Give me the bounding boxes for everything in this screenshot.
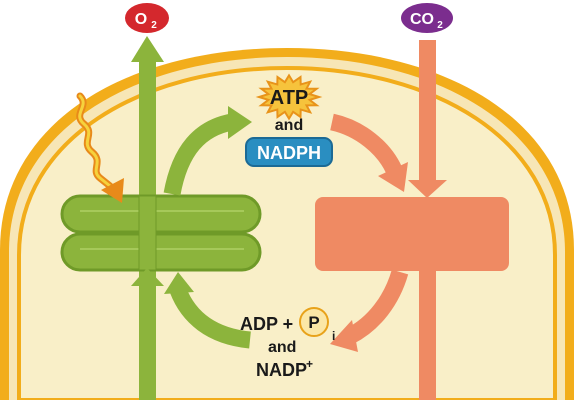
and-top-label: and: [275, 117, 303, 134]
lightning-bolt-icon: [76, 92, 124, 203]
nadp-superscript: +: [306, 357, 313, 371]
green-cycle-arrow-down: [164, 272, 252, 349]
thylakoid-top: [60, 194, 262, 234]
oxygen-badge: O 2: [125, 3, 169, 33]
calvin-cycle-box: [315, 197, 509, 271]
orange-cycle-arrow-in: [329, 113, 408, 192]
carbon-dioxide-arrow: [408, 40, 447, 198]
carbon-dioxide-badge: CO 2: [401, 3, 453, 33]
pi-label: P: [308, 313, 319, 332]
green-cycle-arrow-up: [163, 106, 252, 196]
co2-label: CO: [410, 11, 434, 28]
thylakoid-stack: [60, 194, 262, 272]
atp-starburst: ATP: [255, 73, 323, 121]
orange-cycle-arrow-out: [330, 269, 409, 352]
o2-subscript: 2: [151, 20, 157, 31]
adp-label: ADP +: [240, 314, 293, 334]
nadph-label: NADPH: [257, 143, 321, 163]
co2-subscript: 2: [437, 20, 443, 31]
sugar-arrow: [419, 260, 436, 400]
o2-label: O: [135, 11, 147, 28]
and-bottom-label: and: [268, 339, 296, 356]
atp-label: ATP: [270, 87, 309, 109]
nadp-label: NADP: [256, 360, 307, 380]
nadph-badge: NADPH: [245, 137, 333, 167]
pi-subscript: i: [332, 329, 335, 343]
thylakoid-bottom: [60, 232, 262, 272]
phosphate-circle: P: [299, 307, 329, 337]
